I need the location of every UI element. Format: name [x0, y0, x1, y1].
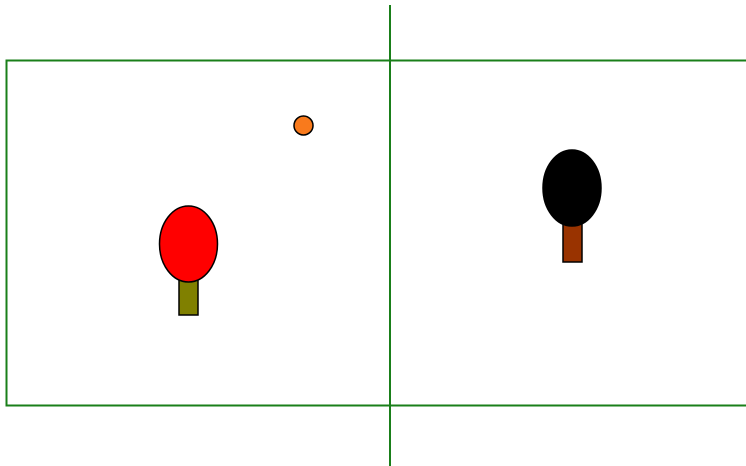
- left-paddle[interactable]: [160, 206, 218, 315]
- table-boundary: [7, 61, 746, 406]
- red-paddle-icon: [160, 206, 218, 282]
- right-paddle[interactable]: [543, 150, 601, 262]
- right-paddle-handle: [563, 222, 582, 262]
- ping-pong-ball-icon: [294, 116, 313, 135]
- black-paddle-icon: [543, 150, 601, 226]
